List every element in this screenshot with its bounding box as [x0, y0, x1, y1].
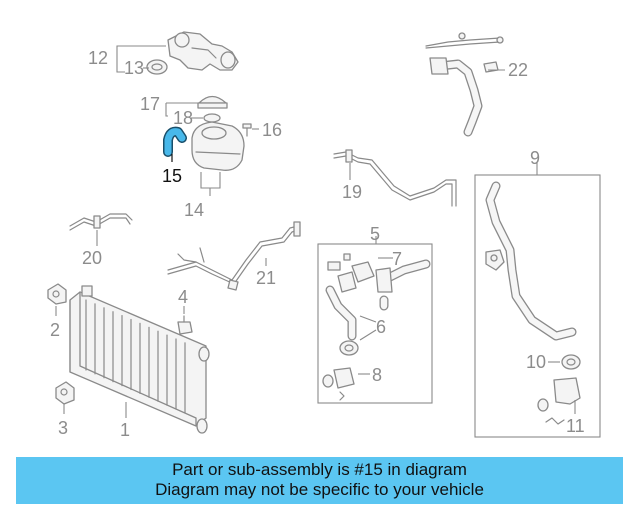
part-label-6: 6	[376, 317, 386, 337]
hose-fitting-10-part	[561, 354, 581, 370]
screw-16-part	[242, 123, 252, 137]
highlighted-hose-15-part	[163, 126, 187, 157]
hose-assembly-5-part	[322, 253, 431, 401]
part-label-22: 22	[508, 60, 528, 80]
part-label-16: 16	[262, 120, 282, 140]
lower-hose-9-part	[485, 181, 577, 341]
housing-gasket-part	[146, 59, 168, 75]
sensor-4-part	[177, 315, 193, 335]
part-label-20: 20	[82, 248, 102, 268]
coolant-pipe-21-part	[167, 221, 301, 291]
group-box-5	[317, 243, 433, 404]
part-label-11: 11	[566, 416, 585, 436]
part-label-19: 19	[342, 182, 362, 202]
part-label-1: 1	[120, 420, 130, 440]
part-label-3: 3	[58, 418, 68, 438]
part-label-18: 18	[173, 108, 193, 128]
part-label-7: 7	[392, 249, 402, 269]
part-label-2: 2	[50, 320, 60, 340]
info-banner: Part or sub-assembly is #15 in diagram D…	[16, 457, 623, 504]
part-label-12: 12	[88, 48, 108, 68]
part-label-4: 4	[178, 287, 188, 307]
radiator-1-part	[69, 285, 210, 434]
part-label-14: 14	[184, 200, 204, 220]
part-label-13: 13	[124, 58, 144, 78]
cap-seal-part	[203, 113, 221, 123]
part-label-21: 21	[256, 268, 276, 288]
part-label-15: 15	[162, 166, 182, 186]
thermostat-housing-part	[167, 31, 239, 71]
part-label-17: 17	[140, 94, 160, 114]
part-label-10: 10	[526, 352, 546, 372]
banner-line-part-number: Part or sub-assembly is #15 in diagram	[172, 460, 467, 479]
part-label-9: 9	[530, 148, 540, 168]
callout-12	[116, 45, 166, 73]
mount-2-part	[47, 283, 67, 305]
reservoir-cap-part	[197, 95, 228, 109]
coolant-pipe-19-part	[333, 149, 457, 207]
upper-hose-22-part	[425, 32, 504, 137]
banner-line-disclaimer: Diagram may not be specific to your vehi…	[155, 480, 484, 499]
part-label-5: 5	[370, 224, 380, 244]
part-label-8: 8	[372, 365, 382, 385]
mount-3-part	[55, 381, 75, 405]
coolant-pipe-20-part	[69, 213, 133, 231]
coolant-reservoir-part	[191, 121, 245, 171]
parts-diagram: 12 13 22 17 18 14 16	[47, 31, 601, 440]
